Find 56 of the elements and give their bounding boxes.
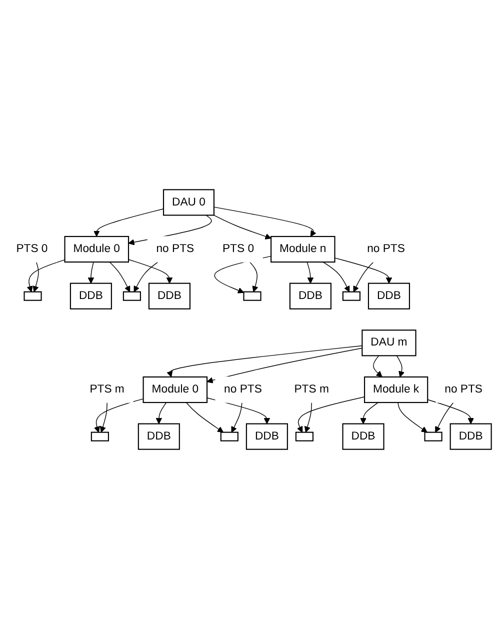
arrow [231, 402, 242, 433]
node-text: no PTS [367, 242, 405, 255]
arrow [296, 396, 365, 433]
arrow [322, 262, 350, 292]
node-text: PTS 0 [16, 242, 48, 255]
arrow [396, 355, 405, 378]
node-box: DDB [138, 423, 180, 450]
node-text: PTS m [90, 383, 124, 396]
arrow [100, 402, 108, 433]
node-box [24, 291, 42, 301]
node-box: DDB [289, 282, 332, 310]
arrow [398, 402, 428, 433]
arrow [435, 402, 454, 433]
arrow [94, 208, 164, 237]
arrow [128, 259, 173, 284]
node-box: Module 0 [64, 236, 130, 263]
node-box: DDB [342, 423, 384, 450]
arrow [109, 262, 130, 292]
arrow [373, 355, 382, 378]
arrow [334, 258, 392, 284]
arrow [26, 259, 66, 292]
node-box: Module 0 [142, 376, 208, 404]
node-box: DDB [450, 423, 492, 450]
arrow [88, 262, 94, 284]
arrow [156, 402, 167, 424]
node-box [243, 291, 262, 301]
node-text: no PTS [444, 383, 482, 396]
node-box: DAU 0 [162, 189, 214, 216]
arrow [186, 402, 224, 433]
arrow [304, 402, 312, 433]
node-box: DDB [148, 282, 190, 310]
node-box: DAU m [362, 330, 416, 356]
arrow [166, 345, 363, 378]
arrow [134, 262, 158, 292]
node-box [122, 291, 141, 301]
node-box: Module k [364, 376, 428, 404]
arrow [94, 398, 144, 433]
arrow [353, 262, 374, 292]
arrow [32, 262, 39, 292]
node-box [342, 291, 360, 301]
arrow [306, 262, 314, 284]
arrow [427, 399, 474, 424]
node-box [90, 432, 109, 442]
node-box: Module n [270, 236, 336, 263]
node-text: PTS m [294, 383, 329, 396]
node-box [220, 432, 238, 442]
node-box [295, 432, 314, 442]
arrow [249, 262, 258, 292]
node-box: DDB [246, 423, 288, 450]
arrow [206, 348, 363, 384]
node-box: DDB [70, 282, 112, 310]
node-box: DDB [368, 282, 410, 310]
arrow [214, 206, 316, 237]
node-box [424, 432, 442, 442]
arrow [360, 402, 379, 424]
arrow [213, 214, 272, 240]
